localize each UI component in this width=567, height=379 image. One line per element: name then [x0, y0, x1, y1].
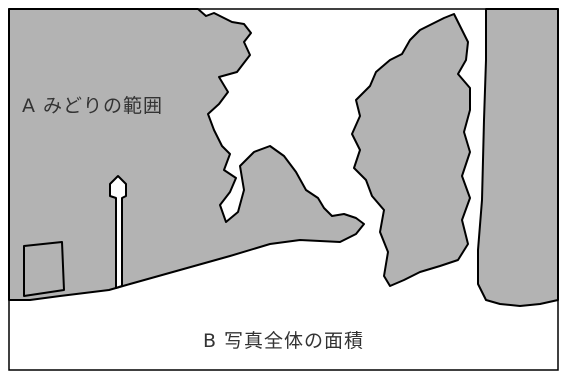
left-foliage-region: [8, 8, 365, 301]
sign-post: [109, 175, 127, 289]
left-wall-region: [23, 241, 65, 297]
photo-area-label: B 写真全体の面積: [202, 330, 365, 352]
right-tree-region: [351, 13, 471, 287]
photo-frame: [8, 8, 559, 371]
right-building-region: [477, 8, 559, 307]
green-area-label: A みどりの範囲: [22, 95, 164, 117]
